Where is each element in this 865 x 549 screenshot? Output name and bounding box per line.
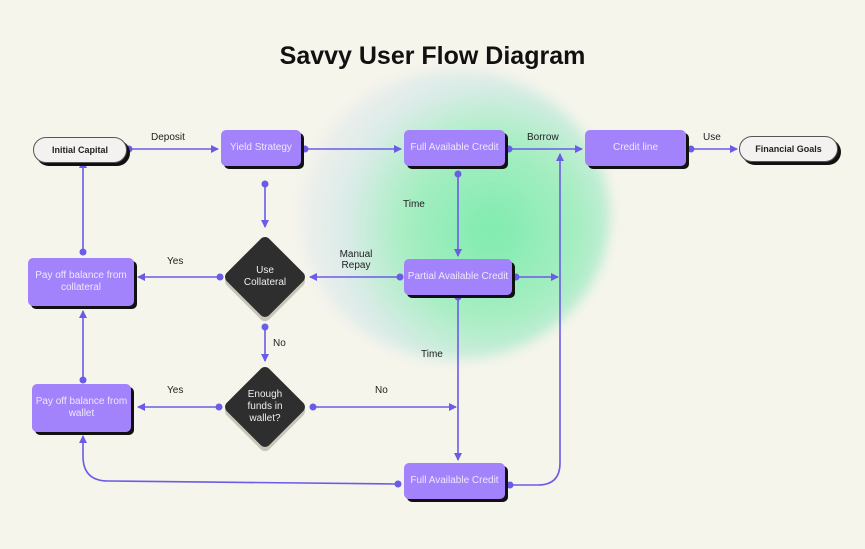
decision-label: Use Collateral — [243, 265, 287, 288]
node-yield-strategy[interactable]: Yield Strategy — [221, 130, 301, 166]
label-yes-wallet: Yes — [167, 385, 184, 396]
node-pay-off-from-wallet[interactable]: Pay off balance from wallet — [32, 384, 131, 432]
decision-enough-funds[interactable]: Enough funds in wallet? — [222, 364, 308, 450]
node-credit-line[interactable]: Credit line — [585, 130, 686, 166]
label-time-bottom: Time — [421, 349, 443, 360]
node-full-available-credit-top[interactable]: Full Available Credit — [404, 130, 505, 166]
label-manual-repay: Manual Repay — [339, 249, 373, 271]
diagram-title: Savvy User Flow Diagram — [279, 42, 586, 70]
edge-bottom-to-credit — [510, 153, 564, 486]
label-use: Use — [703, 132, 721, 143]
label-borrow: Borrow — [527, 132, 559, 143]
node-pay-off-from-collateral[interactable]: Pay off balance from collateral — [28, 258, 134, 306]
node-full-available-credit-bottom[interactable]: Full Available Credit — [404, 463, 505, 499]
label-time-top: Time — [403, 199, 425, 210]
background-glow — [300, 70, 610, 360]
label-no-wallet: No — [375, 385, 388, 396]
label-deposit: Deposit — [151, 132, 185, 143]
decision-label: Enough funds in wallet? — [247, 389, 283, 424]
decision-use-collateral[interactable]: Use Collateral — [222, 234, 308, 320]
node-initial-capital[interactable]: Initial Capital — [33, 137, 127, 163]
node-financial-goals[interactable]: Financial Goals — [739, 136, 838, 162]
label-yes-collateral: Yes — [167, 256, 184, 267]
edge-bottom-to-wallet — [79, 435, 399, 485]
label-no-collateral: No — [273, 338, 286, 349]
node-partial-available-credit[interactable]: Partial Available Credit — [404, 259, 512, 295]
